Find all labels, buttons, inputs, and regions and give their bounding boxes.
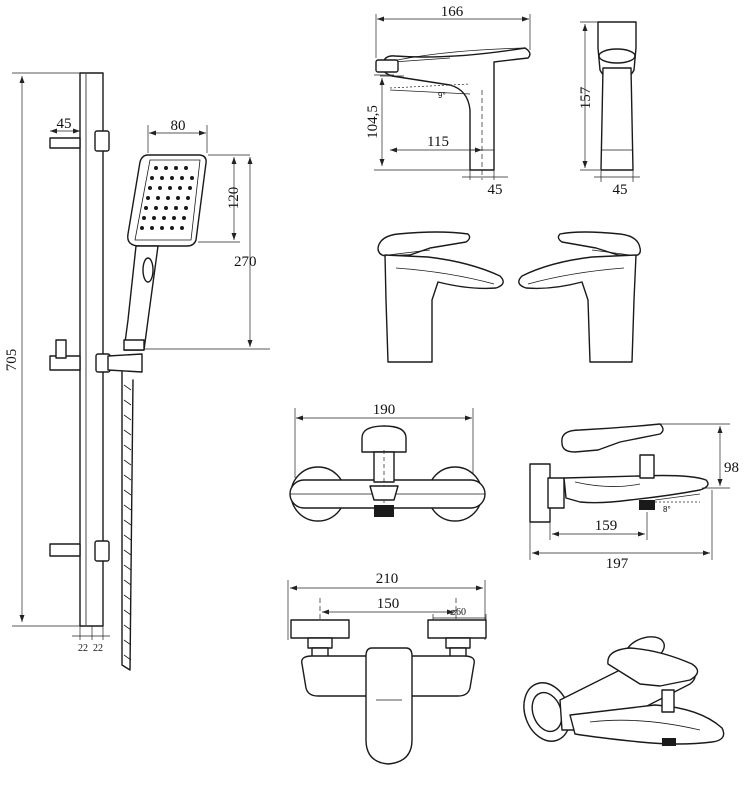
label-705: 705 [4, 349, 20, 372]
bath-mixer-front-view: 210 150 ⌀60 [287, 571, 487, 765]
slide-bar [49, 72, 143, 627]
label-9-deg: 9° [438, 91, 446, 100]
label-270: 270 [234, 254, 257, 270]
label-120: 120 [226, 187, 242, 210]
bath-mixer-perspective [523, 636, 725, 746]
label-190: 190 [373, 402, 396, 418]
label-150: 150 [377, 596, 400, 612]
basin-mixer-perspective-left [377, 231, 504, 363]
label-22-b: 22 [93, 643, 103, 654]
label-98: 98 [724, 460, 739, 476]
label-22-a: 22 [78, 643, 88, 654]
bath-mixer-side-view: 98 8° 159 197 [529, 423, 739, 572]
label-197: 197 [606, 556, 629, 572]
label-166: 166 [441, 4, 464, 20]
label-159: 159 [595, 518, 618, 534]
label-45-basin-side: 45 [488, 182, 503, 198]
bath-mixer-top-view: 190 [289, 402, 486, 522]
shower-hose [121, 371, 134, 671]
label-45-holder: 45 [57, 116, 72, 132]
label-45-basin-front: 45 [613, 182, 628, 198]
basin-mixer-side-view: 166 104,5 9° 115 45 [365, 4, 531, 198]
dim-705: 705 [4, 72, 100, 627]
label-115: 115 [427, 134, 449, 150]
label-phi60: ⌀60 [450, 607, 466, 618]
basin-mixer-front-view: 157 45 [578, 21, 640, 198]
basin-mixer-perspective-right [518, 231, 642, 363]
label-210: 210 [376, 571, 399, 587]
label-157: 157 [578, 86, 594, 109]
label-104-5: 104,5 [365, 105, 381, 139]
hand-shower [123, 154, 207, 351]
shower-set-drawing: 705 45 22 22 [4, 72, 270, 671]
label-8-deg: 8° [663, 505, 671, 514]
label-80: 80 [171, 118, 186, 134]
